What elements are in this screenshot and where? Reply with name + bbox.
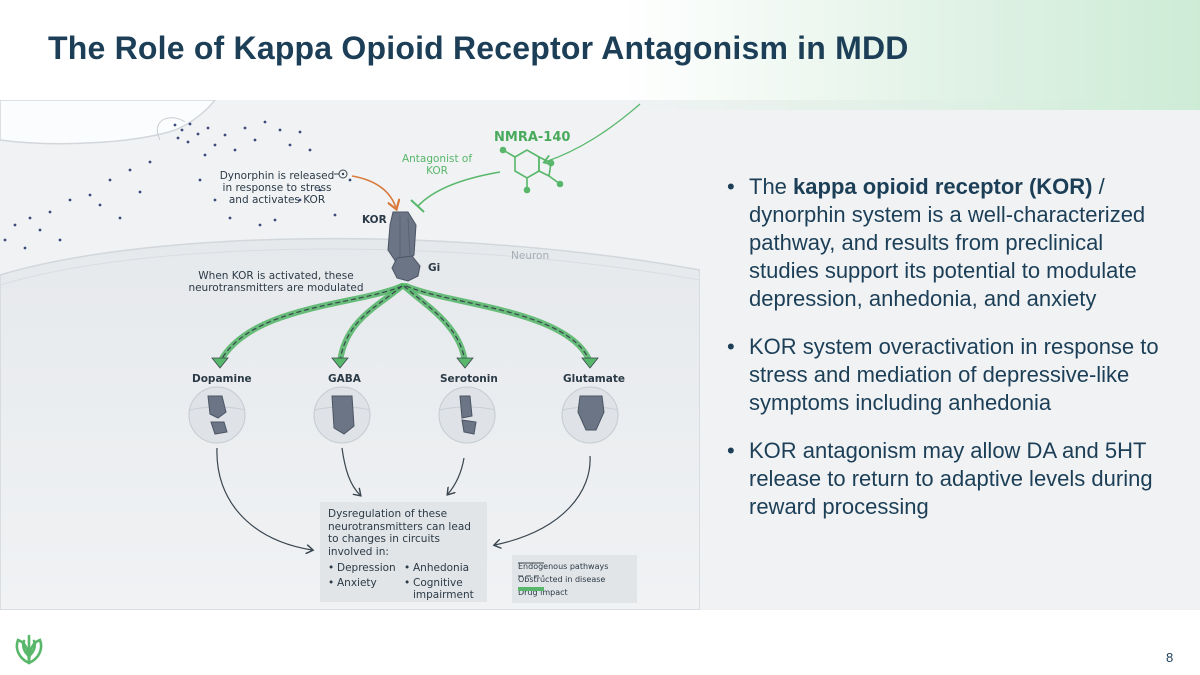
modulation-pathways xyxy=(211,283,599,369)
legend-item-drug-impact: Drug impact xyxy=(518,586,568,598)
legend-swatch-solid xyxy=(518,562,544,564)
dynorphin-note: Dynorphin is released in response to str… xyxy=(219,170,335,206)
diagram-legend: Endogenous pathways Obstructed in diseas… xyxy=(512,555,637,603)
gi-protein-icon xyxy=(391,255,421,282)
header-gradient xyxy=(620,0,1200,110)
diagram-canvas xyxy=(0,100,700,610)
condition-item: Cognitive impairment xyxy=(404,577,484,602)
condition-item: Anhedonia xyxy=(404,562,484,575)
neurotransmitter-label-serotonin: Serotonin xyxy=(440,373,498,385)
modulation-note: When KOR is activated, these neurotransm… xyxy=(188,270,364,294)
neurotransmitter-label-dopamine: Dopamine xyxy=(192,373,252,385)
legend-item-endogenous: Endogenous pathways xyxy=(518,560,608,572)
bullet-item: The kappa opioid receptor (KOR) / dynorp… xyxy=(727,173,1167,313)
legend-label: Drug impact xyxy=(518,587,568,597)
neurotransmitter-label-glutamate: Glutamate xyxy=(563,373,625,385)
kor-mechanism-diagram: NMRA-140 Antagonist of KOR Dynorphin is … xyxy=(0,100,700,610)
molecule-icon xyxy=(499,146,564,194)
legend-item-obstructed: Obstructed in disease xyxy=(518,573,605,585)
kor-receptor-icon xyxy=(387,211,417,263)
legend-label: Endogenous pathways xyxy=(518,561,609,571)
condition-item: Depression xyxy=(328,562,404,575)
legend-label: Obstructed in disease xyxy=(518,574,606,584)
antagonist-label: Antagonist of KOR xyxy=(401,153,473,177)
drug-label: NMRA-140 xyxy=(494,130,571,145)
gaba-receptor-icon xyxy=(313,386,371,444)
conditions-list: Depression Anhedonia Anxiety Cognitive i… xyxy=(328,562,479,602)
glutamate-receptor-icon xyxy=(561,386,619,444)
kor-label: KOR xyxy=(362,214,387,226)
dysregulation-intro: Dysregulation of these neurotransmitters… xyxy=(328,508,471,558)
bullet-item: KOR system overactivation in response to… xyxy=(727,333,1167,417)
bullet-item: KOR antagonism may allow DA and 5HT rele… xyxy=(727,437,1167,521)
company-logo-icon xyxy=(15,634,43,665)
legend-swatch-dashed xyxy=(518,575,544,577)
serotonin-receptor-icon xyxy=(438,386,496,444)
page-number: 8 xyxy=(1166,650,1174,665)
page-title: The Role of Kappa Opioid Receptor Antago… xyxy=(48,30,909,66)
dynorphin-particles xyxy=(3,120,352,250)
neuron-label: Neuron xyxy=(511,250,550,262)
presynaptic-terminal xyxy=(0,100,216,145)
neurotransmitter-label-gaba: GABA xyxy=(328,373,361,385)
condition-item: Anxiety xyxy=(328,577,404,602)
dysregulation-box: Dysregulation of these neurotransmitters… xyxy=(320,502,487,602)
legend-swatch-green xyxy=(518,587,544,591)
key-points-list: The kappa opioid receptor (KOR) / dynorp… xyxy=(727,173,1167,541)
dopamine-receptor-icon xyxy=(188,386,246,444)
gi-label: Gi xyxy=(428,262,441,274)
